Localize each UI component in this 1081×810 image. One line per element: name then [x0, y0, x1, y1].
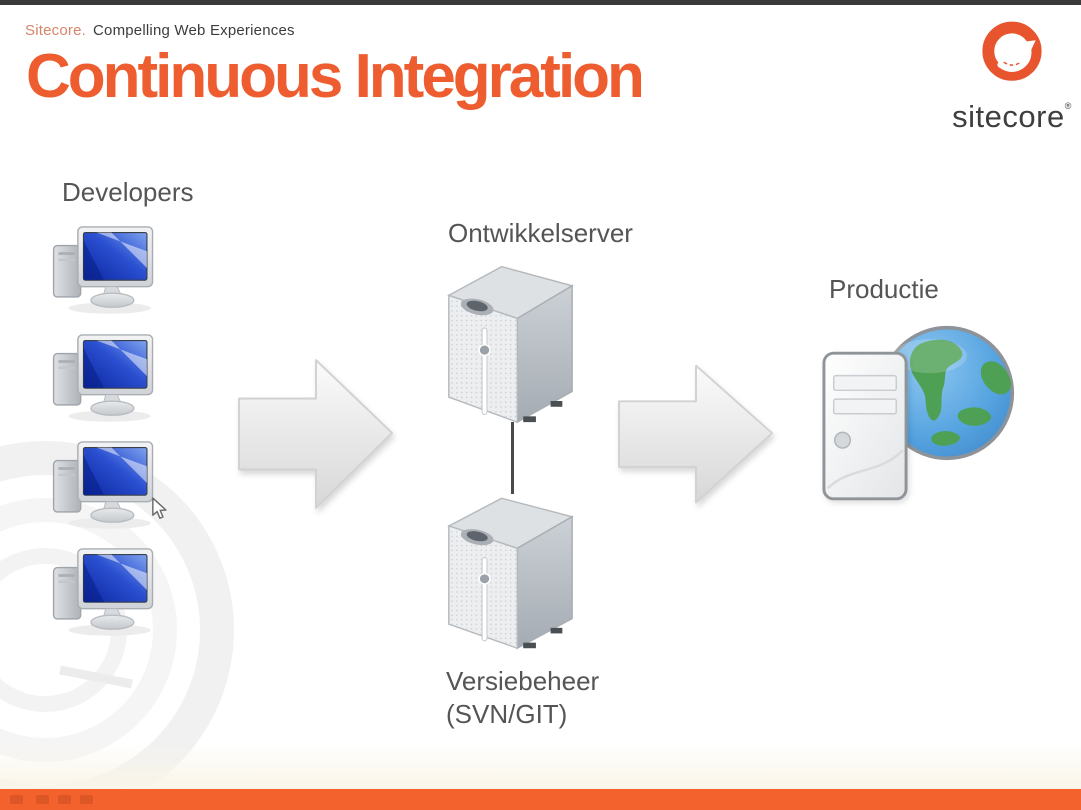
version-control-label-line1: Versiebeheer	[446, 666, 600, 696]
production-label: Productie	[829, 274, 939, 304]
logo-wordmark: sitecore®	[942, 91, 1081, 132]
bar-mark	[10, 795, 23, 804]
sitecore-logo: sitecore®	[942, 16, 1081, 132]
mouse-cursor-icon	[151, 497, 168, 521]
workstation-icon	[48, 328, 160, 424]
cream-band	[0, 743, 1081, 789]
bar-mark	[58, 795, 71, 804]
flow-arrow-icon	[237, 354, 395, 516]
version-control-label-line2: (SVN/GIT)	[446, 699, 568, 729]
brand-tagline: Compelling Web Experiences	[93, 22, 295, 39]
sitecore-logo-icon	[971, 16, 1053, 90]
server-icon	[441, 489, 578, 651]
bottom-accent-bar	[0, 789, 1081, 810]
workstation-icon	[48, 435, 160, 531]
brand-line: Sitecore. Compelling Web Experiences	[25, 22, 295, 39]
workstation-icon	[48, 220, 160, 316]
production-server-icon	[821, 350, 909, 502]
registered-mark: ®	[1064, 101, 1072, 111]
workstation-icon	[48, 542, 160, 638]
developers-label: Developers	[62, 177, 194, 207]
version-control-label: Versiebeheer (SVN/GIT)	[446, 665, 599, 731]
connector-line	[511, 422, 514, 494]
page-title: Continuous Integration	[26, 42, 645, 111]
flow-arrow-icon	[617, 360, 775, 510]
brand-prefix: Sitecore.	[25, 22, 86, 39]
bar-mark	[80, 795, 93, 804]
dev-server-label: Ontwikkelserver	[448, 218, 633, 248]
server-icon	[441, 257, 578, 425]
logo-wordmark-text: sitecore	[952, 99, 1065, 134]
bar-mark	[36, 795, 49, 804]
top-edge-line	[0, 0, 1081, 5]
